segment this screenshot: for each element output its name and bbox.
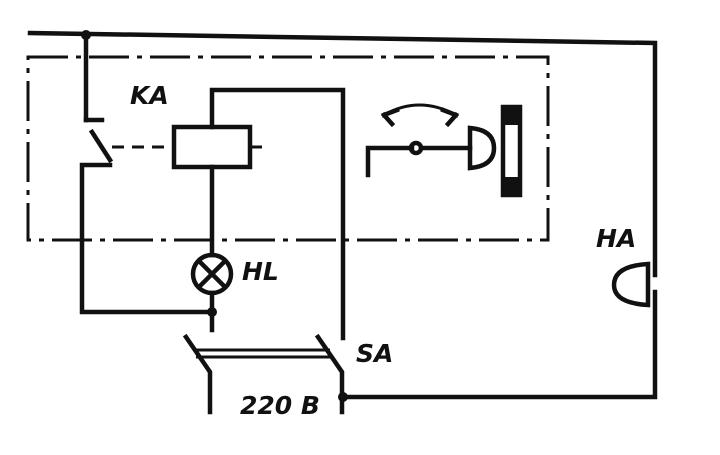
lever-arm [365,145,415,178]
voltage-label: 220 B [240,391,320,420]
relay-enclosure-boundary [26,55,550,242]
striker-plate-band-top [503,107,520,125]
sa-switch-blade-left [182,333,213,415]
sa-switch-blade-right [314,333,345,415]
swing-arrowhead-right [440,107,460,128]
swing-arrowhead-left [380,107,400,128]
lamp-label: HL [242,257,279,286]
sa-switch-coupling [196,348,330,359]
striker-plate-band-bottom [503,177,520,195]
switch-label: SA [356,339,393,368]
junction-top [81,30,91,40]
lever-hammer-cup [467,125,497,171]
contact-output-wire [79,162,215,315]
bell-return-wire [340,289,658,400]
hl-lamp [190,252,234,296]
top-supply-wire [27,30,658,278]
ha-bell [611,261,651,308]
junction-lamp [207,307,217,317]
ka-relay-coil [171,124,253,170]
ka-contact-blade [83,117,114,164]
coil-top-wire [209,87,346,341]
junction-switch [338,392,348,402]
relay-label: KA [130,81,169,110]
bell-label: HA [596,224,636,253]
